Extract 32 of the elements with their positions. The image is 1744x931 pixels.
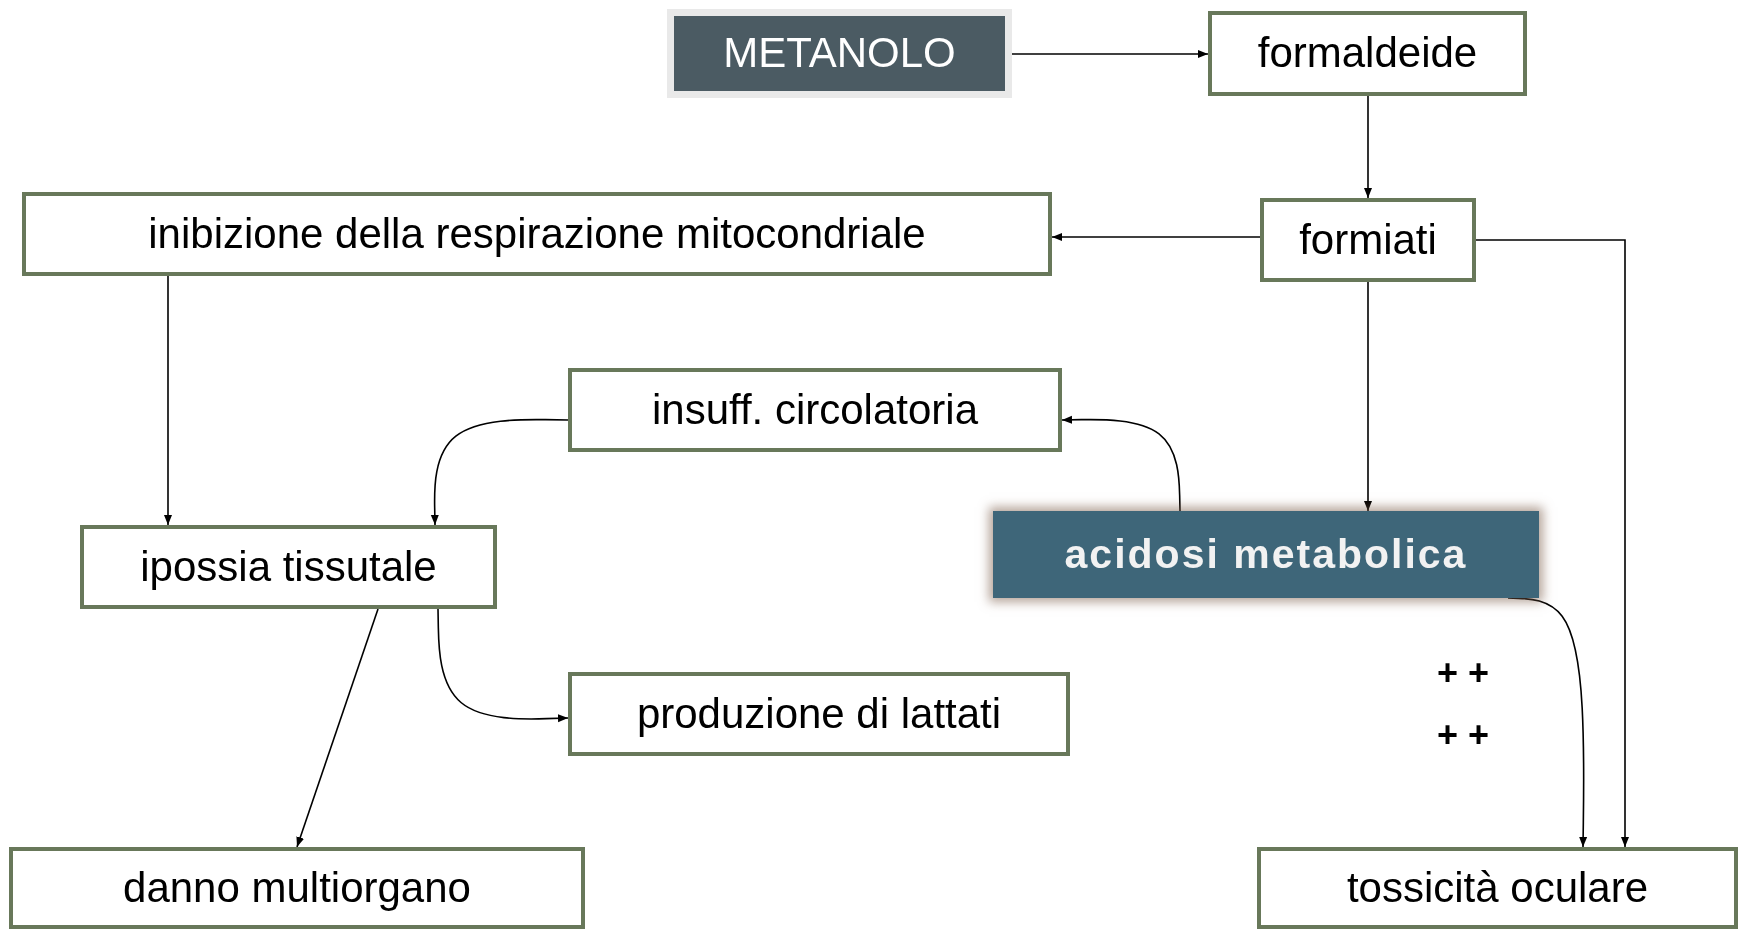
arrow	[1051, 233, 1261, 241]
substance-box	[667, 9, 1012, 98]
plus-signs: + +	[1437, 655, 1490, 691]
arrow	[164, 275, 172, 526]
process-box	[1260, 198, 1476, 282]
node-label: METANOLO	[723, 30, 956, 77]
process-box	[568, 672, 1070, 756]
node-label: ipossia tissutale	[140, 543, 437, 591]
process-box	[9, 847, 585, 929]
highlight-box	[993, 511, 1539, 598]
process-box	[1257, 847, 1738, 929]
arrow	[1475, 239, 1629, 848]
node-label: formiati	[1299, 216, 1437, 264]
arrow	[1061, 415, 1181, 512]
arrow	[296, 608, 379, 848]
node-label: danno multiorgano	[123, 864, 471, 912]
node-label: acidosi metabolica	[1064, 531, 1468, 578]
process-box	[1208, 11, 1527, 96]
node-label: inibizione della respirazione mitocondriale	[148, 210, 926, 258]
process-box	[22, 192, 1052, 276]
process-box	[80, 525, 497, 609]
arrow	[1364, 95, 1372, 199]
arrow	[430, 418, 569, 526]
process-box	[568, 368, 1062, 452]
node-label: tossicità oculare	[1346, 864, 1649, 912]
arrow	[437, 608, 569, 723]
node-label: formaldeide	[1257, 30, 1478, 77]
plus-signs: + +	[1437, 717, 1490, 753]
arrow	[1364, 281, 1372, 512]
arrow	[1011, 50, 1209, 58]
node-label: insuff. circolatoria	[651, 386, 978, 434]
node-label: produzione di lattati	[636, 690, 1002, 738]
